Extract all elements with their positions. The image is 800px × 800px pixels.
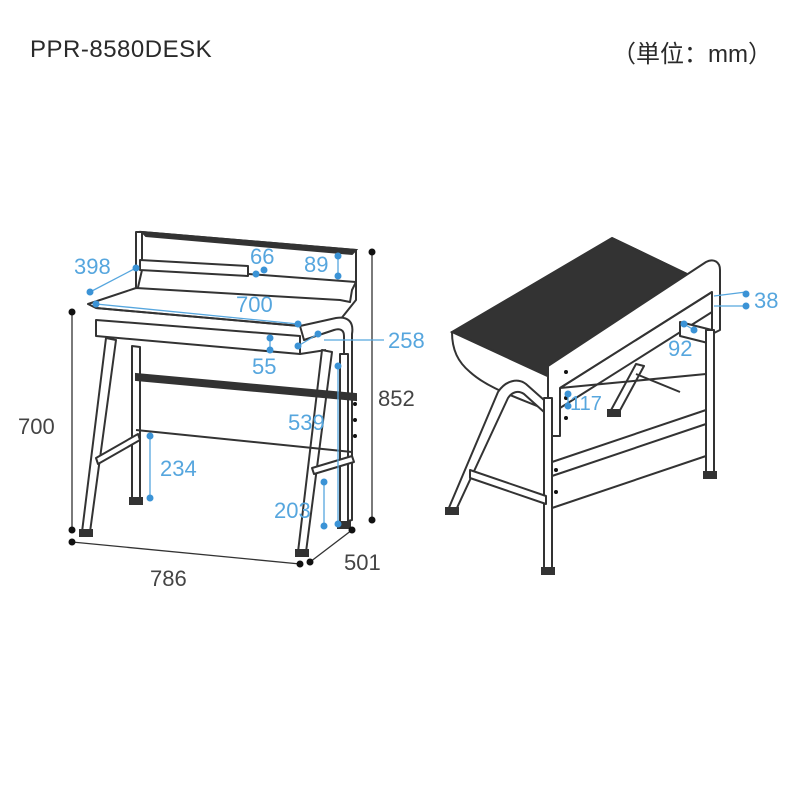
front-footrest-left — [95, 433, 141, 465]
back-leg-inner — [609, 363, 645, 415]
back-leg-middle — [543, 397, 553, 571]
dim-desk-height: 700 — [18, 414, 55, 439]
dim-under-desk-clearance: 539 — [288, 410, 325, 435]
dim-overall-depth: 501 — [344, 550, 381, 575]
unit-note: （単位：mm） — [612, 41, 772, 68]
back-foot-left — [445, 507, 459, 515]
dim-drawer-inner: 92 — [668, 336, 692, 361]
dim-shelf-depth: 89 — [304, 252, 328, 277]
dim-overall-width: 786 — [150, 566, 187, 591]
back-dims-blue — [564, 290, 750, 410]
front-view — [79, 230, 359, 557]
dim-overall-height: 852 — [378, 386, 415, 411]
front-modesty-top — [135, 372, 357, 402]
front-shelf-top-edge — [139, 230, 359, 256]
page-title: PPR-8580DESK — [30, 36, 213, 63]
front-footrest-right — [311, 455, 355, 475]
dim-footrest-front: 234 — [160, 456, 197, 481]
dim-drawer-height: 55 — [252, 354, 276, 379]
dim-drawer-depth: 258 — [388, 328, 425, 353]
dim-shelf-height: 66 — [250, 244, 274, 269]
front-foot-left — [79, 529, 93, 537]
dim-side-gap: 117 — [570, 393, 602, 415]
dim-footrest-side: 203 — [274, 498, 311, 523]
front-leg-left — [81, 337, 117, 533]
back-view — [445, 236, 721, 575]
front-foot-right — [295, 549, 309, 557]
back-leg-left — [447, 379, 545, 511]
rear-leg-right — [339, 353, 349, 525]
back-foot-middle — [541, 567, 555, 575]
front-dims-black — [68, 248, 376, 568]
dim-back-panel-thickness: 38 — [754, 288, 778, 313]
back-foot-right — [703, 471, 717, 479]
back-leg-right — [705, 329, 715, 475]
dim-shelf-width: 398 — [74, 254, 111, 279]
back-footrest — [469, 469, 547, 505]
back-lower-rail — [551, 409, 707, 477]
front-shelf-block — [139, 259, 249, 277]
rear-leg-left — [131, 345, 141, 501]
front-dims-blue — [86, 252, 384, 530]
dim-desktop-width: 700 — [236, 292, 273, 317]
